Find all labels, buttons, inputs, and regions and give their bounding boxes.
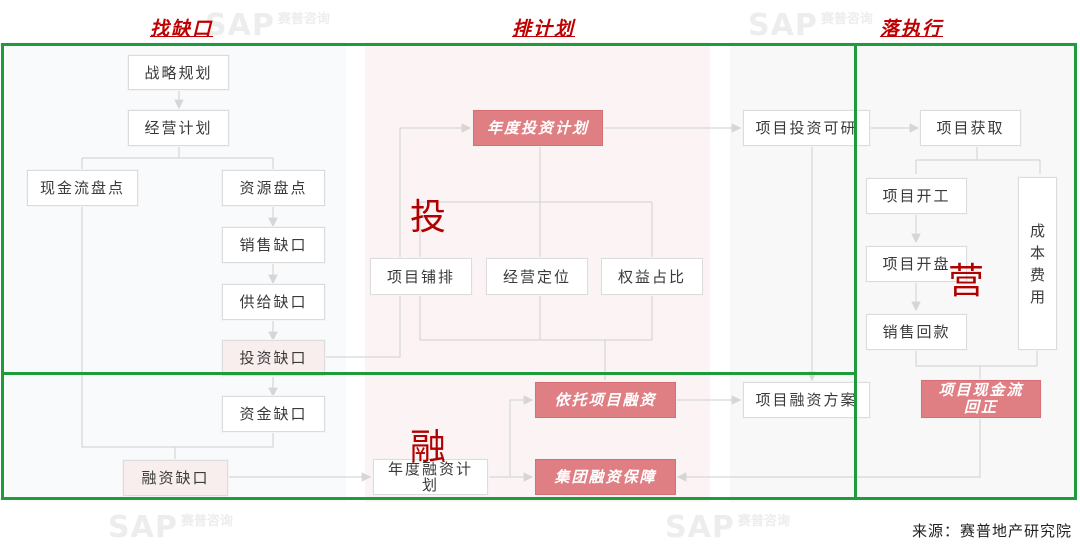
box-operation-position: 经营定位 (486, 258, 588, 295)
box-fund-gap: 资金缺口 (222, 396, 325, 432)
label-finance: 融 (410, 427, 447, 468)
box-strategy: 战略规划 (128, 55, 229, 90)
box-sales-gap: 销售缺口 (222, 227, 325, 263)
box-operation-plan: 经营计划 (128, 110, 229, 146)
frame-operate (854, 43, 1077, 500)
box-supply-gap: 供给缺口 (222, 284, 325, 320)
box-project-finance: 依托项目融资 (535, 382, 676, 418)
box-resource-check: 资源盘点 (222, 170, 325, 206)
header-find-gap: 找缺口 (150, 18, 214, 40)
cost-char: 成 (1029, 221, 1045, 240)
box-cashflow-return: 项目现金流 回正 (921, 380, 1041, 418)
annual-finance-plan-line-1: 年度融资计 (387, 460, 473, 478)
box-finance-scheme: 项目融资方案 (743, 382, 870, 418)
box-annual-invest-plan: 年度投资计划 (473, 110, 603, 146)
cashflow-return-line-1: 项目现金流 (938, 381, 1024, 399)
annual-finance-plan-line-2: 划 (422, 476, 440, 494)
frame-invest (1, 43, 857, 375)
cost-char: 用 (1029, 287, 1045, 306)
box-project-open: 项目开盘 (866, 246, 967, 282)
box-cost: 成 本 费 用 (1018, 177, 1057, 350)
box-group-finance: 集团融资保障 (535, 459, 676, 495)
cost-char: 本 (1029, 243, 1045, 262)
box-project-layout: 项目铺排 (370, 258, 472, 295)
box-finance-gap: 融资缺口 (123, 460, 228, 496)
frame-finance (1, 372, 857, 500)
cost-char: 费 (1029, 265, 1045, 284)
box-cashflow-check: 现金流盘点 (27, 170, 138, 206)
header-execute: 落执行 (880, 18, 944, 40)
cashflow-return-line-2: 回正 (963, 398, 998, 416)
label-invest: 投 (410, 197, 447, 238)
box-equity-ratio: 权益占比 (601, 258, 703, 295)
box-sales-collect: 销售回款 (866, 314, 967, 350)
header-plan: 排计划 (512, 18, 576, 40)
box-annual-finance-plan: 年度融资计 划 (373, 459, 488, 495)
box-invest-gap: 投资缺口 (222, 340, 325, 376)
box-invest-feasibility: 项目投资可研 (743, 110, 870, 146)
box-project-acquire: 项目获取 (920, 110, 1021, 146)
box-project-start: 项目开工 (866, 178, 967, 214)
label-operate: 营 (948, 261, 985, 302)
source-caption: 来源：赛普地产研究院 (911, 522, 1072, 540)
